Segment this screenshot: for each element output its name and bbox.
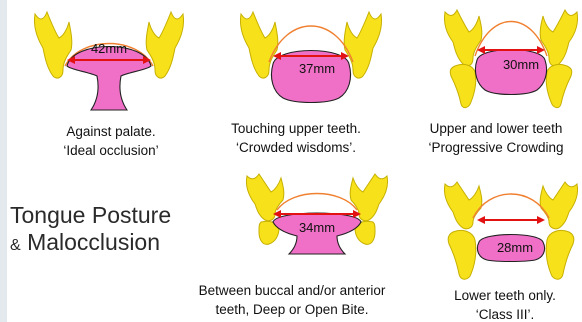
upper-left-tooth [34,12,71,78]
palate-arc [277,194,357,211]
title-line-2-text: Malocclusion [27,229,160,255]
lower-left-tooth [448,230,476,279]
caption-line: teeth, Deep or Open Bite. [179,300,405,319]
slide-title: Tongue Posture & Malocclusion [10,202,171,259]
measurement-label: 30mm [503,57,539,72]
palate-arc [473,194,549,218]
caption-line: Touching upper teeth. [212,119,380,138]
upper-right-tooth [540,10,577,66]
upper-right-tooth [540,182,577,229]
diagram-between-buccal: 34mm [237,170,397,270]
caption-lower-only: Lower teeth only. ‘Class III’. [435,286,575,322]
measurement-label: 37mm [299,61,335,76]
slide: 42mm 37mm 30mm 34mm [7,0,582,322]
title-line-2: & Malocclusion [10,229,171,259]
diagram-against-palate: 42mm [29,6,189,114]
measurement-label: 42mm [91,41,127,56]
caption-line: ‘Crowded wisdoms’. [212,138,380,157]
caption-touching-upper: Touching upper teeth. ‘Crowded wisdoms’. [212,119,380,157]
upper-right-tooth [146,12,183,78]
caption-line: Lower teeth only. [435,286,575,305]
measurement-label: 28mm [497,240,533,255]
tongue [67,47,151,111]
caption-line: ‘Ideal occlusion’ [42,141,180,160]
measurement-label: 34mm [299,220,335,235]
caption-line: Upper and lower teeth [396,119,582,138]
tongue [271,51,350,103]
caption-line: Between buccal and/or anterior [179,281,405,300]
arrowhead-right [537,216,545,224]
caption-upper-lower: Upper and lower teeth ‘Progressive Crowd… [396,119,582,157]
lower-left-tooth [450,64,476,107]
diagram-lower-only: 28mm [431,178,582,284]
caption-line: ‘Progressive Crowding [396,138,582,157]
title-line-1: Tongue Posture [10,202,171,229]
title-ampersand: & [10,237,21,254]
arrowhead-left [477,216,485,224]
upper-left-tooth [444,182,481,229]
lower-right-tooth [546,230,574,279]
caption-line: ‘Class III’. [435,305,575,322]
lower-right-tooth [546,64,572,107]
upper-left-tooth [444,10,481,66]
diagram-upper-lower: 30mm [431,6,582,114]
caption-line: Against palate. [42,122,180,141]
diagram-touching-upper: 37mm [231,6,391,114]
caption-against-palate: Against palate. ‘Ideal occlusion’ [42,122,180,160]
caption-between-buccal: Between buccal and/or anterior teeth, De… [179,281,405,319]
